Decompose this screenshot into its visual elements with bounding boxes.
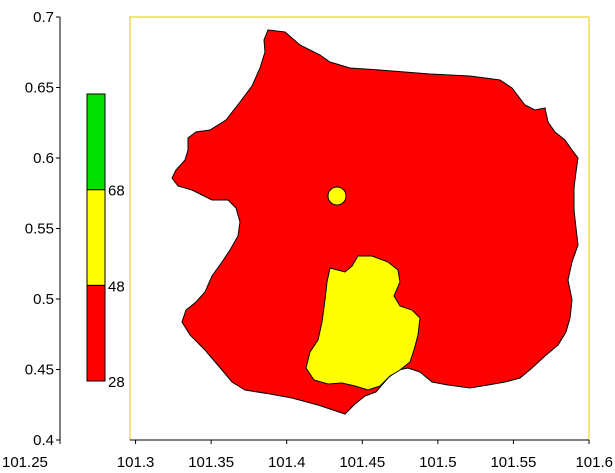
x-tick-label: 101.35: [188, 454, 234, 471]
x-tick-label: 101.25: [2, 454, 48, 471]
x-axis-ticks: 101.25 101.3 101.35 101.4 101.45 101.5 101.55 1…: [2, 440, 613, 471]
colorbar-label: 68: [108, 183, 125, 200]
zone-yellow: [305, 255, 421, 391]
y-tick-label: 0.6: [33, 150, 54, 167]
colorbar: 28 48 68: [86, 93, 125, 391]
x-tick-label: 101.45: [339, 454, 385, 471]
colorbar-segment: [86, 284, 106, 382]
y-tick-label: 0.5: [33, 291, 54, 308]
x-tick-label: 101.3: [117, 454, 155, 471]
y-axis-ticks: 0.4 0.45 0.5 0.55 0.6 0.65 0.7: [25, 9, 60, 449]
colorbar-label: 48: [108, 278, 125, 295]
y-tick-label: 0.45: [25, 362, 54, 379]
y-tick-label: 0.55: [25, 221, 54, 238]
x-tick-label: 101.5: [419, 454, 457, 471]
zone-yellow-spot: [327, 186, 347, 206]
y-tick-label: 0.7: [33, 9, 54, 26]
x-tick-label: 101.6: [575, 454, 613, 471]
colorbar-segment: [86, 189, 106, 286]
x-tick-label: 101.55: [490, 454, 536, 471]
x-tick-label: 101.4: [268, 454, 306, 471]
colorbar-segment: [86, 93, 106, 191]
y-tick-label: 0.4: [33, 432, 54, 449]
colorbar-label: 28: [108, 374, 125, 391]
y-tick-label: 0.65: [25, 80, 54, 97]
